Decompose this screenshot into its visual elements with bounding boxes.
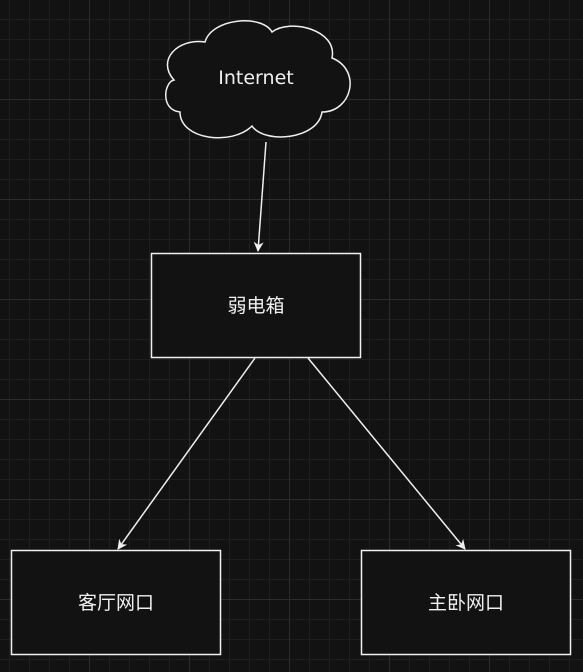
- master-bedroom-port-rect: [360, 549, 572, 656]
- edge-weak-box-to-master-bedroom[interactable]: [307, 357, 466, 550]
- living-room-port-label: 客厅网口: [78, 592, 154, 614]
- master-bedroom-port-label: 主卧网口: [428, 592, 504, 614]
- weak-box-rect: [150, 252, 362, 359]
- edges: [117, 141, 466, 550]
- internet-label: Internet: [218, 67, 293, 89]
- living-room-port-rect: [10, 549, 222, 656]
- weak-box-label: 弱电箱: [227, 295, 284, 317]
- edge-internet-to-weak-box[interactable]: [253, 141, 267, 252]
- cloud-icon: [165, 20, 351, 139]
- node-weak-box[interactable]: 弱电箱: [150, 252, 362, 359]
- node-living-room-port[interactable]: 客厅网口: [10, 549, 222, 656]
- edge-weak-box-to-living-room[interactable]: [117, 357, 256, 550]
- node-master-bedroom-port[interactable]: 主卧网口: [360, 549, 572, 656]
- node-internet[interactable]: Internet: [165, 20, 351, 139]
